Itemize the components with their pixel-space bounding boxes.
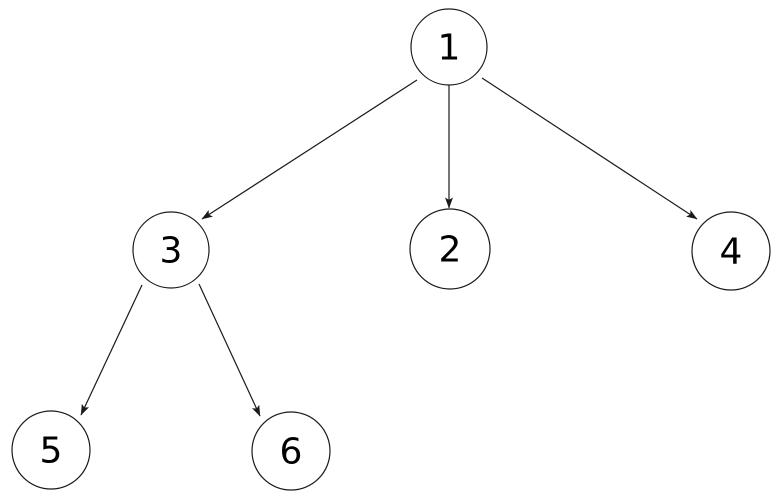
node-circle-2[interactable] (409, 208, 491, 290)
node-label-4: 4 (720, 232, 743, 273)
node-label-6: 6 (280, 432, 303, 473)
node-circle-6[interactable] (251, 411, 331, 491)
nodes-layer: 1 2 3 4 5 6 (11, 8, 771, 491)
node-2[interactable]: 2 (409, 208, 491, 290)
edge-3-to-5 (80, 284, 143, 416)
edges-layer (80, 77, 698, 417)
edge-3-to-6 (198, 283, 261, 417)
node-1[interactable]: 1 (410, 8, 488, 86)
node-circle-4[interactable] (691, 211, 771, 291)
edge-1-to-3 (201, 79, 418, 220)
edge-1-to-4 (481, 77, 698, 220)
node-4[interactable]: 4 (691, 211, 771, 291)
node-6[interactable]: 6 (251, 411, 331, 491)
node-label-1: 1 (438, 28, 461, 69)
node-circle-5[interactable] (11, 410, 91, 490)
node-3[interactable]: 3 (132, 211, 210, 289)
node-5[interactable]: 5 (11, 410, 91, 490)
node-circle-1[interactable] (410, 8, 488, 86)
node-label-2: 2 (439, 230, 462, 271)
node-label-5: 5 (40, 431, 63, 472)
node-label-3: 3 (160, 231, 183, 272)
node-circle-3[interactable] (132, 211, 210, 289)
